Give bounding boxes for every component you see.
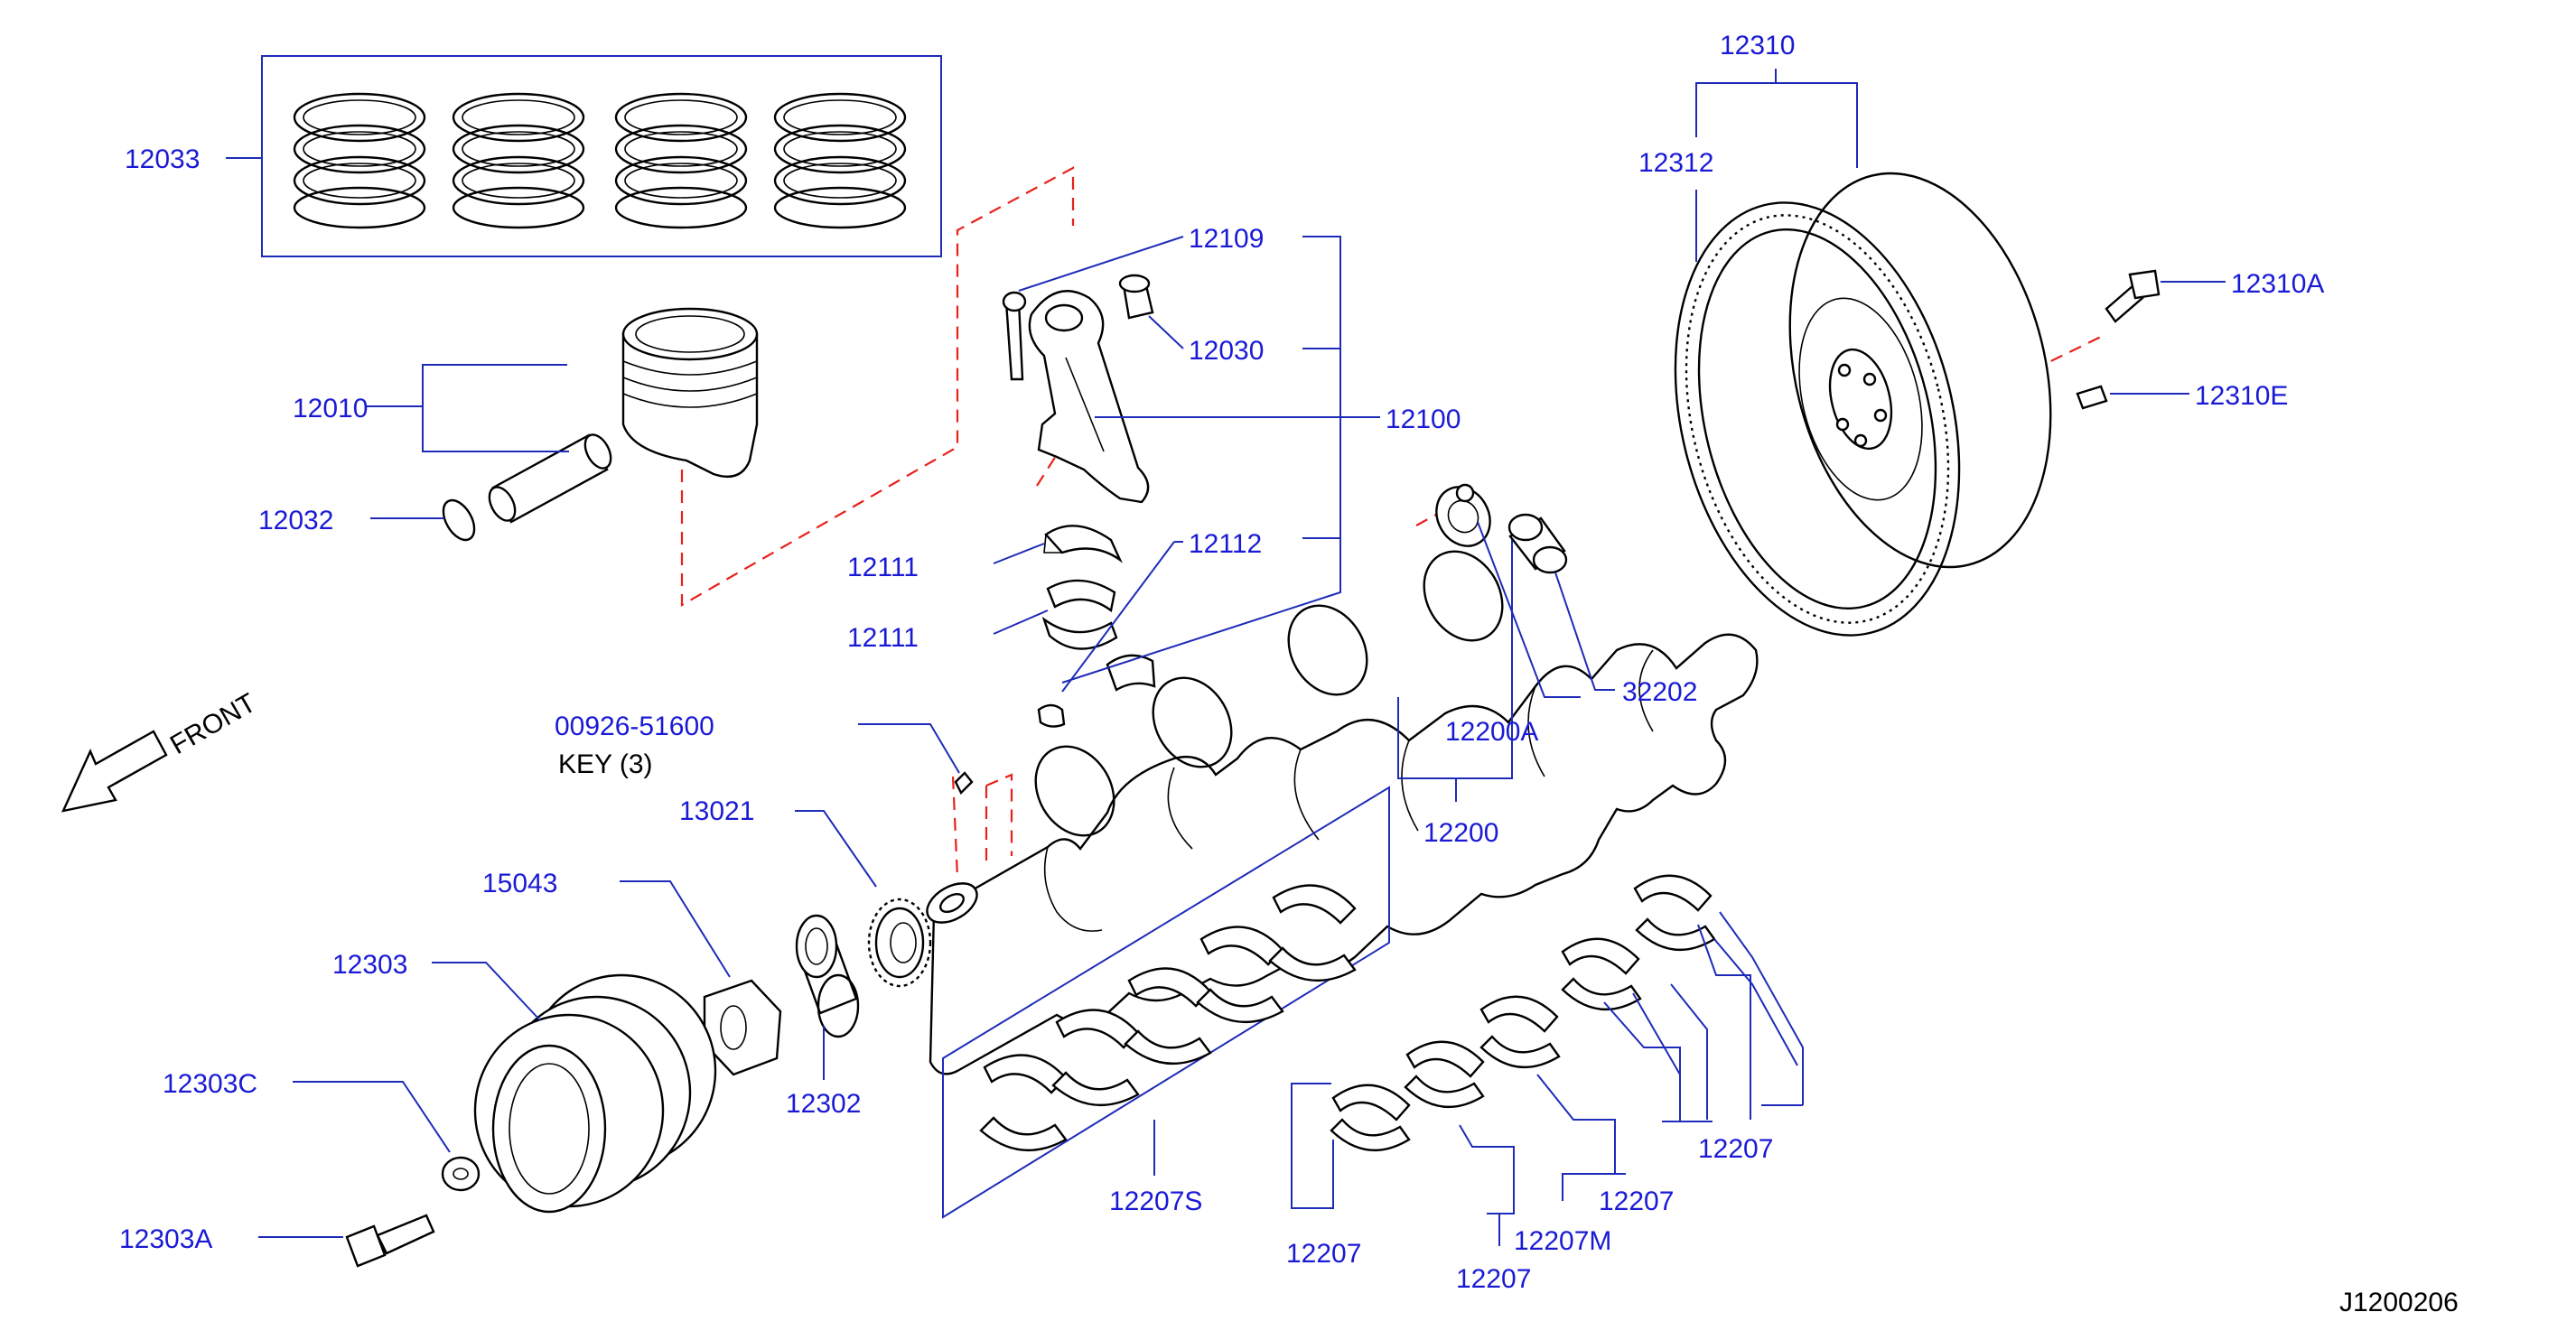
main-bearing-shell	[979, 884, 1357, 1152]
label-12033: 12033	[125, 144, 200, 174]
label-12302: 12302	[786, 1089, 861, 1119]
pulley-washer	[441, 1156, 481, 1192]
snap-ring	[442, 498, 476, 542]
flywheel-bolt	[2105, 269, 2161, 323]
label-12310E: 12310E	[2195, 381, 2288, 411]
label-15043: 15043	[482, 869, 557, 898]
crank-pulley	[473, 973, 717, 1214]
front-label: FRONT	[165, 688, 261, 760]
label-12109: 12109	[1189, 224, 1264, 254]
diagram-code: J1200206	[2339, 1288, 2459, 1317]
label-12207-3: 12207	[1599, 1186, 1674, 1216]
label-12010: 12010	[293, 394, 368, 423]
label-32202: 32202	[1622, 677, 1697, 707]
crankshaft	[926, 486, 1759, 1075]
label-12111-upper: 12111	[847, 553, 919, 582]
label-12310A: 12310A	[2231, 269, 2324, 299]
main-bearing-kit	[942, 786, 1390, 1219]
label-12207S: 12207S	[1109, 1186, 1202, 1216]
ring-gear	[1674, 201, 1961, 637]
pulley-bolt	[345, 1214, 435, 1268]
label-12207-4: 12207	[1698, 1134, 1773, 1164]
rod-bushing	[1118, 274, 1154, 320]
label-12312: 12312	[1638, 148, 1713, 178]
label-12032: 12032	[258, 506, 333, 535]
label-13021: 13021	[679, 796, 754, 826]
label-12112: 12112	[1189, 529, 1262, 559]
piston-ring-set-1	[293, 92, 426, 229]
crank-spacer	[795, 914, 860, 1038]
connecting-rod	[1028, 290, 1150, 504]
label-12207-1: 12207	[1286, 1239, 1361, 1269]
label-12111-lower: 12111	[847, 623, 919, 653]
key-note: KEY (3)	[558, 749, 653, 779]
piston-rings-group	[226, 55, 942, 257]
woodruff-key	[954, 771, 974, 796]
label-12030: 12030	[1189, 336, 1264, 366]
pilot-bushing	[1507, 513, 1568, 574]
dowel-pin	[2076, 385, 2108, 410]
label-12100: 12100	[1386, 405, 1461, 434]
rod-cap	[1037, 654, 1156, 728]
loose-main-bearings	[1330, 874, 1716, 1152]
label-12207-2: 12207	[1456, 1264, 1531, 1294]
label-12303A: 12303A	[119, 1224, 212, 1254]
label-12303: 12303	[332, 950, 407, 980]
rod-bearing-lower	[1041, 579, 1118, 650]
piston-pin	[488, 433, 612, 524]
crank-pilot-ball	[1455, 483, 1475, 503]
label-12207M: 12207M	[1514, 1226, 1611, 1256]
piston-ring-set-4	[773, 92, 907, 229]
label-12200: 12200	[1423, 818, 1498, 848]
front-arrow	[61, 730, 168, 813]
piston-ring-set-2	[452, 92, 585, 229]
front-oil-seal	[703, 979, 782, 1076]
label-00926-51600: 00926-51600	[555, 712, 714, 741]
crank-sprocket	[867, 898, 932, 988]
label-12303C: 12303C	[163, 1069, 257, 1099]
rod-bolt	[1002, 291, 1027, 381]
piston-ring-set-3	[614, 92, 748, 229]
label-12310: 12310	[1720, 31, 1795, 60]
rod-bearing-upper	[1043, 525, 1123, 563]
label-12200A: 12200A	[1445, 717, 1538, 747]
piston	[621, 307, 759, 479]
